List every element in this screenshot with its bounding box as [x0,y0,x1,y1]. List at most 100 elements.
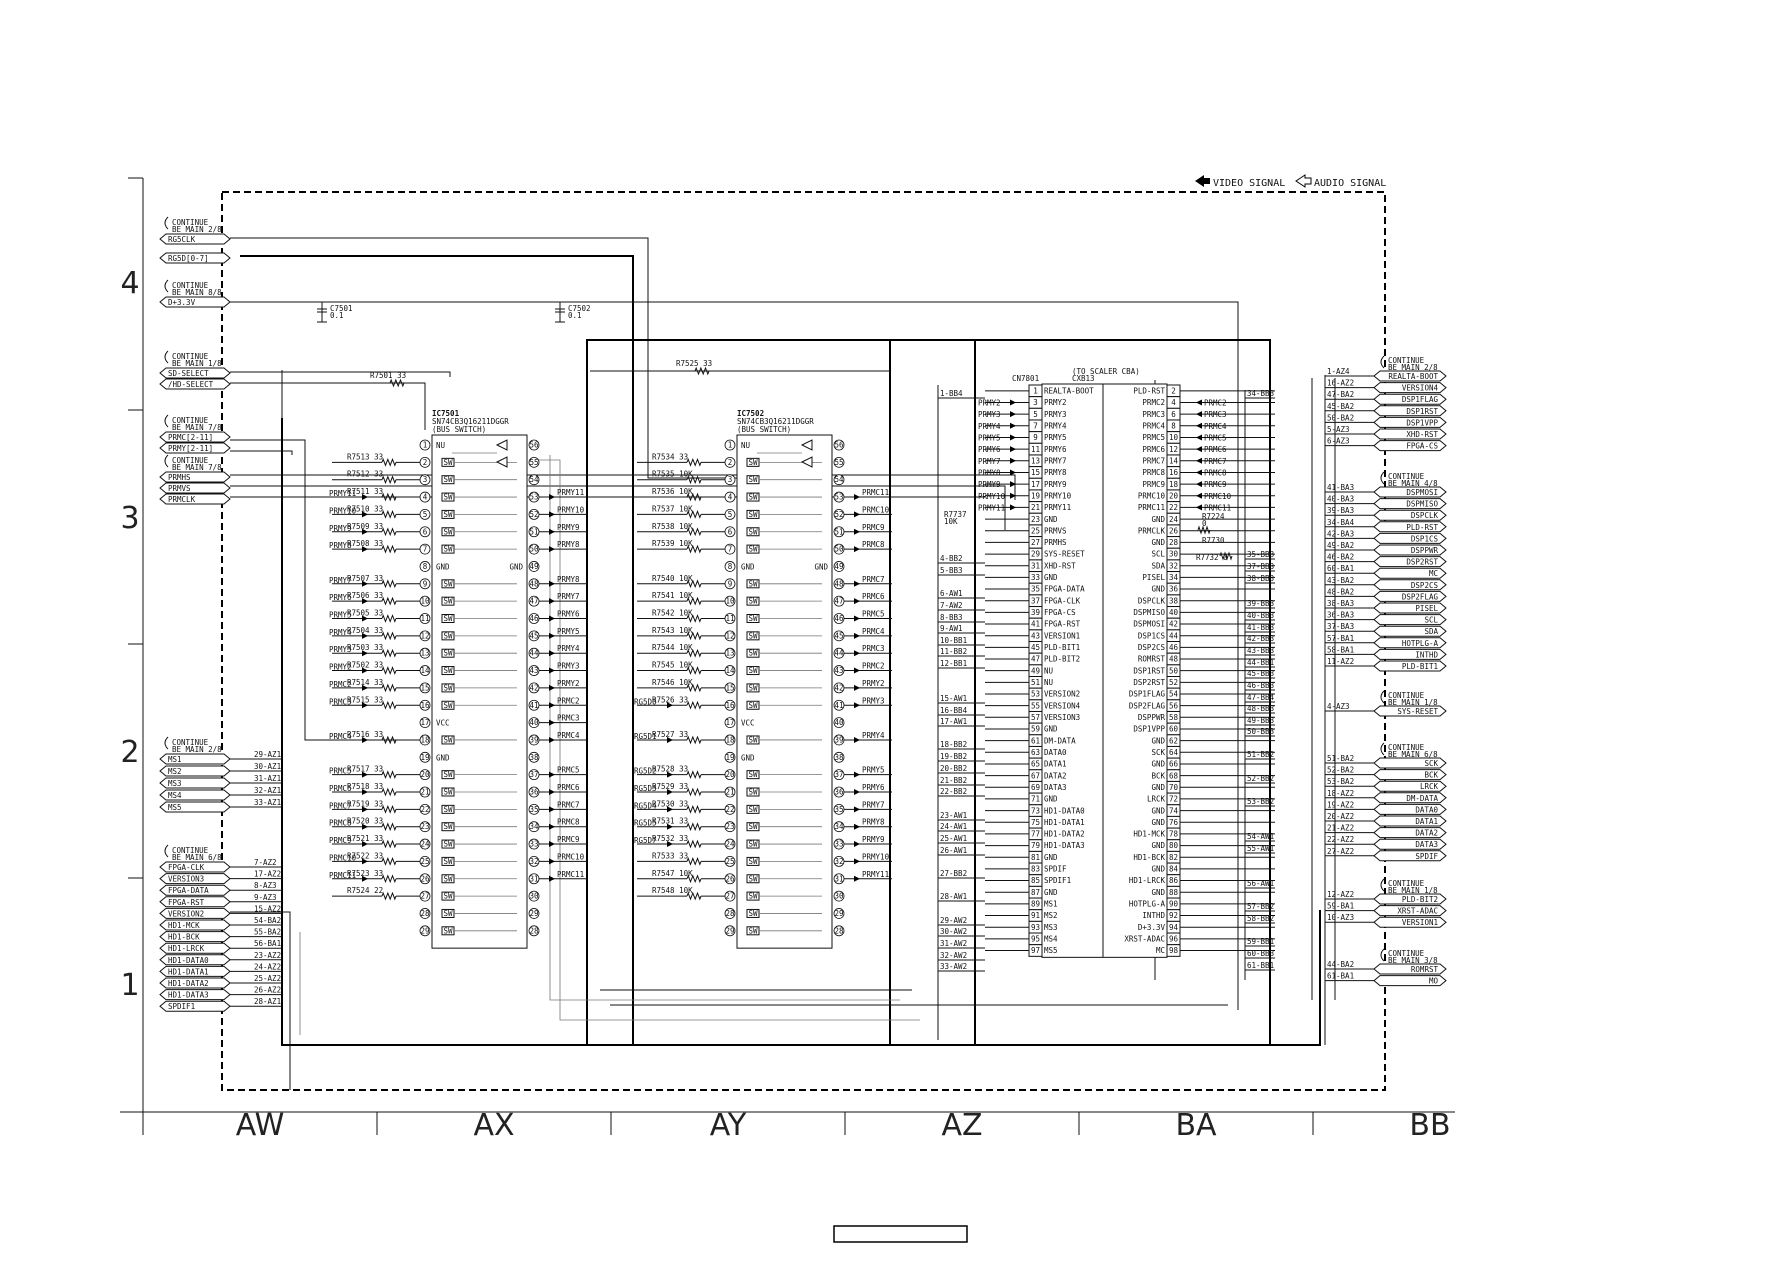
switch-label: SW [443,822,453,831]
signal-prmvs-flag [159,482,231,494]
cross-ref-tag: 38-BA3 [1327,599,1354,608]
cross-ref-tag: 51-BB2 [1247,750,1274,759]
pin-marker [419,908,431,919]
signal-hd1-data1-flag [159,965,231,977]
group-title: CONTINUE [172,846,209,855]
resistor-label: R7537 10K [652,504,693,513]
pin-number: 90 [1169,900,1179,909]
signal-prmclk-flag [159,493,231,505]
pin-number: 87 [1031,888,1040,897]
net-label: RG5D5 [634,819,657,828]
pin-number: 54 [834,475,844,484]
net-label: PRMY10 [329,506,357,515]
pin-number: 9 [423,579,428,588]
pin-number: 56 [1169,701,1179,710]
pin-number: 20 [725,770,735,779]
signal-pld-bit1: PLD-BIT1 [1402,662,1438,671]
connector-pin-name: SPDIF [1044,865,1067,874]
pin-marker [528,439,540,451]
connector-pin-name: D+3.3V [1138,923,1166,932]
group-bracket [1380,742,1385,756]
cross-ref-tag: 37-BA3 [1327,622,1354,631]
pin-number: 81 [1031,853,1040,862]
switch-label: SW [748,475,758,484]
cross-ref-tag: 19-BB2 [940,752,967,761]
net-label: PRMY4 [978,422,1001,431]
cross-ref-tag: 58-BB2 [1247,914,1274,923]
pin-marker [528,474,540,486]
grid-column-label: AY [710,1108,747,1143]
cross-ref-tag: 7-AZ2 [254,858,277,867]
cross-ref-tag: 18-AZ2 [1327,789,1354,798]
video-signal-arrow-icon [362,684,368,691]
group-title: BE MAIN 1/8 [1388,886,1438,895]
pin-number: 96 [1169,935,1179,944]
pin-number: 16 [1169,468,1179,477]
resistor-symbol [686,596,702,606]
video-signal-arrow-icon [667,702,673,709]
signal-spdif1: SPDIF1 [168,1002,195,1011]
cross-ref-tag: 32-AW2 [940,951,967,960]
pin-number: 82 [1169,853,1178,862]
connector-pin-name: GND [1044,573,1058,582]
cross-ref-tag: 42-BB3 [1247,634,1274,643]
cross-ref-tag: 29-AZ1 [254,750,281,759]
connector-pin-name: GND [1151,515,1165,524]
connector-pin-name: PRMC10 [1138,491,1166,500]
connector-body [1041,383,1168,958]
connector-pin-name: DSP2FLAG [1129,701,1166,710]
cross-ref-tag: 36-BA3 [1327,611,1354,620]
pin-marker [724,925,736,937]
connector-pin-name: GND [1044,853,1058,862]
connector-pin-name: PRMY8 [1044,468,1067,477]
pin-number: 6 [423,527,428,536]
pin-number: 19 [420,753,429,762]
connector-pin-name: SCL [1151,550,1165,559]
net-label: PRMC6 [862,592,885,601]
cross-ref-tag: 23-AW1 [940,811,967,820]
pin-name: NU [436,441,445,450]
signal-inthd: INTHD [1415,650,1438,659]
pin-number: 25 [420,857,429,866]
video-signal-arrow-icon [854,650,860,657]
group-title: CONTINUE [1388,879,1425,888]
resistor-label: R7517 33 [347,765,383,774]
connector-pin-name: GND [1151,865,1165,874]
resistor-symbol [686,579,702,589]
pin-number: 14 [1169,456,1179,465]
pin-number: 58 [1169,713,1179,722]
net-label: PRMC7 [557,800,580,809]
pin-number: 14 [725,666,735,675]
cross-ref-tag: 57-BA1 [1327,634,1354,643]
grid-column-label: BA [1175,1108,1217,1143]
signal-fpga-cs: FPGA-CS [1406,442,1438,451]
cross-ref-tag: 56-AW1 [1247,879,1274,888]
net-label: PRMC4 [557,731,580,740]
connector-pin-name: HD1-DATA1 [1044,818,1085,827]
video-signal-arrow-icon [1196,457,1202,464]
net-label: PRMC10 [557,852,585,861]
pin-number: 35 [834,805,843,814]
pin-marker [724,561,736,572]
connector-note: (TO SCALER CBA) [1072,367,1140,376]
pin-number: 28 [725,909,735,918]
cross-ref-tag: 8-AZ3 [254,881,277,890]
pin-number: 17 [420,718,429,727]
resistor-symbol [686,666,702,675]
signal-prmclk: PRMCLK [168,495,196,504]
connector-pin-name: GND [1151,736,1165,745]
video-signal-arrow-icon [854,580,860,587]
video-signal-arrow-icon [667,771,673,778]
pin-number: 12 [1169,445,1178,454]
connector-pin-name: PRMY7 [1044,456,1067,465]
net-label: PRMY11 [329,489,356,498]
cross-ref-tag: 50-BA2 [1327,413,1354,422]
pin-marker [833,439,845,451]
pin-number: 16 [725,701,735,710]
video-signal-arrow-icon [1196,399,1202,406]
switch-label: SW [443,631,453,640]
net-label: PRMY3 [978,410,1001,419]
video-signal-arrow-icon [549,528,555,535]
pin-number: 54 [529,475,539,484]
connector-pin-name: PRMY10 [1044,491,1072,500]
